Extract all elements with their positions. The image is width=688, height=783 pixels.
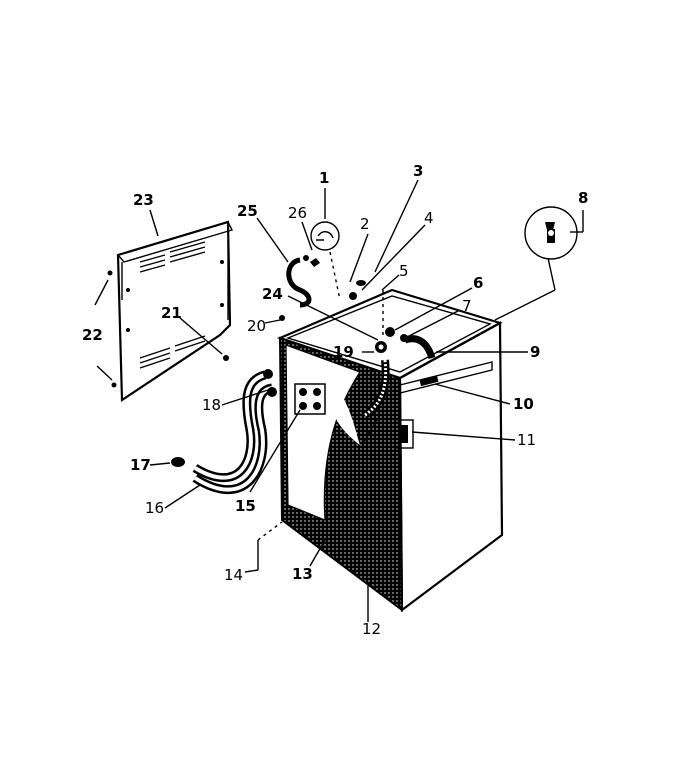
callout-23: 23 <box>133 191 154 209</box>
inlet-hose <box>385 327 436 360</box>
panel-vents-bottom <box>139 335 206 369</box>
hose-ends-18 <box>263 369 277 397</box>
callout-13: 13 <box>292 565 313 583</box>
callout-7: 7 <box>462 297 472 315</box>
callout-11: 11 <box>517 431 536 449</box>
leader-lines <box>94 179 584 622</box>
hose-clamp-17 <box>171 457 185 467</box>
callout-24: 24 <box>262 285 283 303</box>
callout-26: 26 <box>288 204 307 222</box>
callout-16: 16 <box>145 499 164 517</box>
clip-26 <box>310 258 320 267</box>
callout-21: 21 <box>161 304 182 322</box>
callout-4: 4 <box>424 209 434 227</box>
panel-vents-top <box>139 241 206 273</box>
callout-10: 10 <box>513 395 534 413</box>
callout-2: 2 <box>360 215 370 233</box>
hook-25 <box>286 255 312 308</box>
screw-22-top <box>107 270 113 276</box>
part-1-circle <box>310 221 340 251</box>
callout-6: 6 <box>473 274 483 292</box>
callout-9: 9 <box>530 343 540 361</box>
part-8-circle <box>524 206 578 260</box>
fill-hose <box>362 341 390 419</box>
callout-15: 15 <box>235 497 256 515</box>
callout-17: 17 <box>130 456 151 474</box>
fitting-3 <box>356 280 366 286</box>
callout-22: 22 <box>82 326 103 344</box>
screw-22-bottom <box>111 382 117 388</box>
screw-20 <box>279 315 285 321</box>
callout-1: 1 <box>319 169 329 187</box>
callout-8: 8 <box>578 189 588 207</box>
screw-21 <box>223 355 229 361</box>
callout-12: 12 <box>362 620 381 638</box>
drain-hose <box>192 370 274 495</box>
callout-25: 25 <box>237 202 258 220</box>
callout-20: 20 <box>247 317 266 335</box>
callout-labels: 1 2 3 4 5 6 7 8 9 10 11 12 13 14 15 16 1… <box>82 162 588 638</box>
callout-5: 5 <box>399 262 409 280</box>
callout-3: 3 <box>413 162 423 180</box>
callout-14: 14 <box>224 566 243 584</box>
fitting-4 <box>349 292 357 300</box>
callout-19: 19 <box>333 343 354 361</box>
back-panel <box>116 220 233 403</box>
callout-18: 18 <box>202 396 221 414</box>
water-valve <box>294 383 326 415</box>
cabinet <box>276 288 504 613</box>
